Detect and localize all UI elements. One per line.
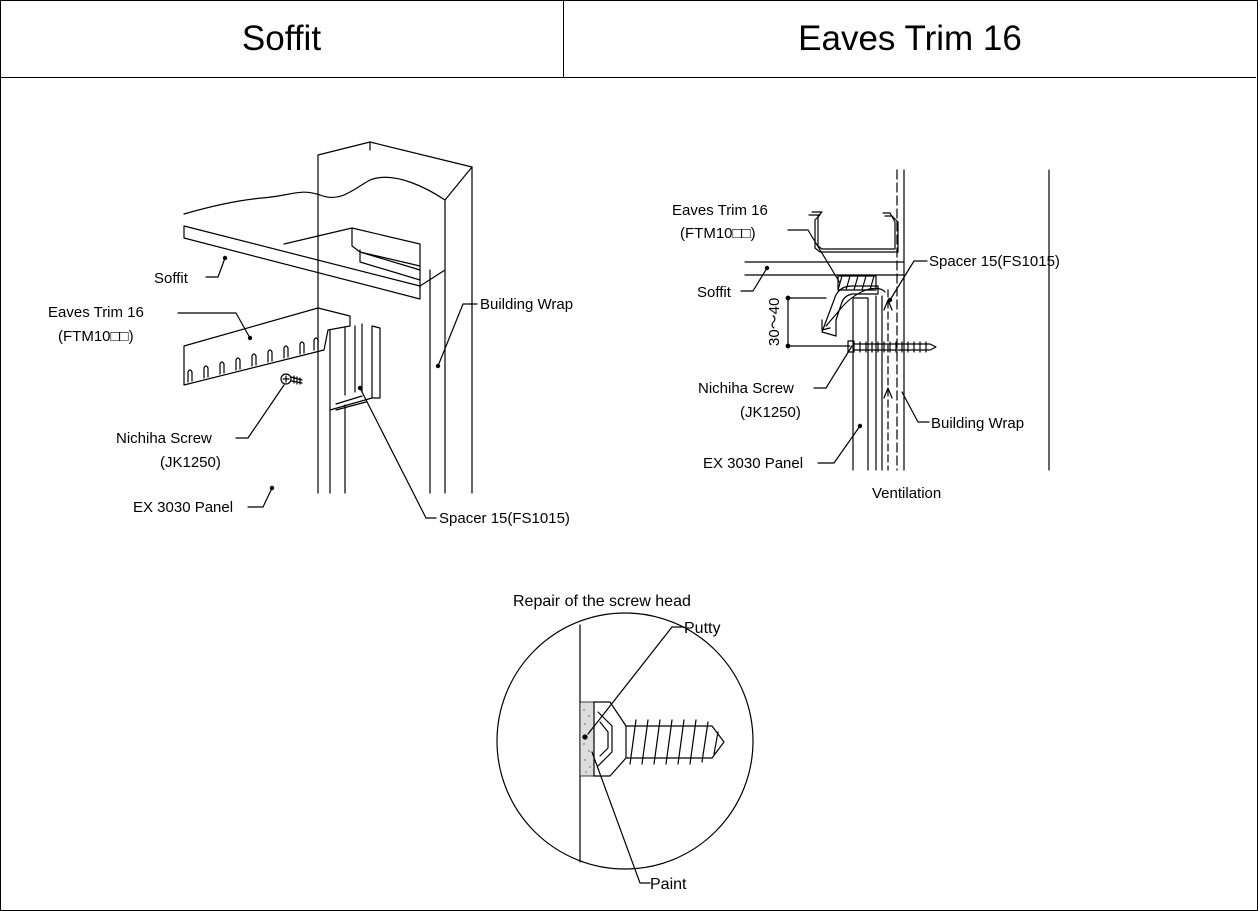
- label-rv-building-wrap: Building Wrap: [931, 415, 1024, 432]
- label-rv-panel: EX 3030 Panel: [703, 455, 803, 472]
- wall-inner-edge: [444, 166, 473, 494]
- left-leaders: [177, 255, 478, 519]
- label-panel: EX 3030 Panel: [133, 499, 233, 516]
- paint-leader: [591, 751, 651, 884]
- detail-screw-head: [593, 701, 627, 777]
- ventilation-arrow-head: [821, 319, 831, 331]
- ventilation-arrow-curve: [825, 287, 886, 327]
- label-putty: Putty: [684, 620, 720, 637]
- label-paint: Paint: [650, 876, 687, 893]
- label-spacer: Spacer 15(FS1015): [439, 510, 570, 527]
- soffit-channel: [283, 227, 421, 289]
- label-rv-spacer: Spacer 15(FS1015): [929, 253, 1060, 270]
- putty-leader: [587, 626, 685, 735]
- label-rv-screw: Nichiha Screw: [698, 380, 794, 397]
- label-soffit: Soffit: [154, 270, 189, 287]
- panel-section: [852, 295, 883, 471]
- label-building-wrap: Building Wrap: [480, 296, 573, 313]
- soffit-board: [183, 225, 446, 300]
- trim-return: [821, 285, 879, 337]
- screw-repair-detail: Repair of the screw head Putty Paint: [496, 593, 754, 893]
- label-screw-code: (JK1250): [160, 454, 221, 471]
- dimension-line: [787, 297, 851, 347]
- trim-slots: [187, 337, 319, 383]
- spacer-block: [329, 323, 381, 411]
- label-eaves-trim-code: (FTM10□□): [58, 328, 134, 345]
- putty-fill: [579, 701, 595, 777]
- right-leaders: [740, 229, 930, 464]
- ventilation-arrow-up-1: [883, 387, 893, 399]
- putty-stipple: [583, 709, 591, 773]
- label-screw: Nichiha Screw: [116, 430, 212, 447]
- detail-screw-shank: [625, 725, 725, 759]
- left-isometric-view: Soffit Eaves Trim 16 (FTM10□□) Building …: [48, 141, 573, 527]
- section-screw-icon: [847, 340, 937, 353]
- label-eaves-trim: Eaves Trim 16: [48, 304, 144, 321]
- wall-lines: [903, 169, 1050, 471]
- eaves-trim-strip: [183, 307, 351, 386]
- detail-title: Repair of the screw head: [513, 593, 691, 610]
- wall-column: [317, 141, 473, 494]
- header-soffit: Soffit: [0, 0, 564, 78]
- panel-edges: [329, 269, 431, 494]
- label-rv-ventilation: Ventilation: [872, 485, 941, 502]
- soffit-section: [744, 261, 905, 276]
- header-eaves-trim: Eaves Trim 16: [564, 0, 1256, 78]
- right-section-view: 30～40 Eaves Trim 16 (FTM10□□) Spacer 15(…: [672, 169, 1060, 502]
- label-rv-screw-code: (JK1250): [740, 404, 801, 421]
- wall-break-line: [183, 176, 446, 215]
- detail-circle: [496, 612, 754, 870]
- dimension-text: 30～40: [766, 298, 783, 346]
- label-rv-eaves-trim: Eaves Trim 16: [672, 202, 768, 219]
- label-rv-eaves-trim-code: (FTM10□□): [680, 225, 756, 242]
- label-rv-soffit: Soffit: [697, 284, 732, 301]
- screw-icon: [280, 373, 303, 385]
- detail-screw-threads: [629, 719, 719, 765]
- eaves-trim-section: [808, 211, 899, 253]
